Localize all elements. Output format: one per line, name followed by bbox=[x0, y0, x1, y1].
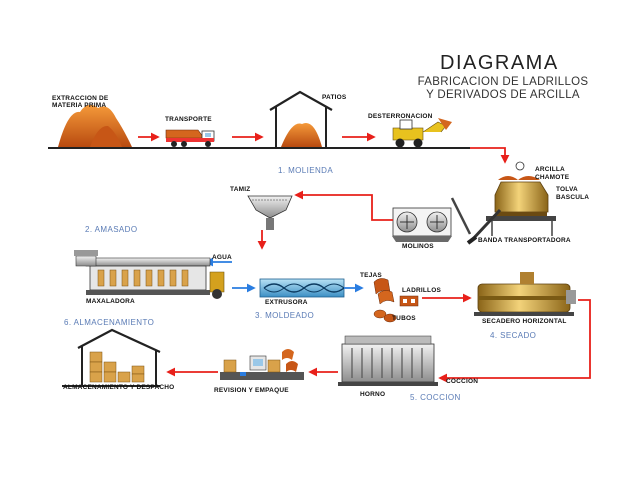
label-banda: BANDA TRANSPORTADORA bbox=[478, 237, 571, 244]
label-ladrillos: LADRILLOS bbox=[402, 287, 441, 294]
patios-shed-icon bbox=[269, 90, 333, 147]
almacenamiento-shed-icon bbox=[77, 328, 161, 386]
label-bascula: BASCULA bbox=[556, 194, 590, 201]
label-transporte: TRANSPORTE bbox=[165, 116, 212, 123]
conveyor-belt-icon bbox=[450, 197, 502, 245]
label-tamiz: TAMIZ bbox=[230, 186, 251, 193]
label-extraccion-line1: EXTRACCION DE bbox=[52, 95, 109, 102]
label-chamote: CHAMOTE bbox=[535, 174, 570, 181]
label-tejas: TEJAS bbox=[360, 272, 382, 279]
label-maxaladora: MAXALADORA bbox=[86, 298, 135, 305]
label-desterronacion: DESTERRONACION bbox=[368, 113, 433, 120]
tolva-bascula-icon bbox=[486, 161, 556, 236]
label-patios: PATIOS bbox=[322, 94, 347, 101]
label-agua: AGUA bbox=[212, 254, 232, 261]
secadero-icon bbox=[474, 272, 576, 316]
horno-icon bbox=[338, 335, 438, 386]
clay-piles-extraction bbox=[58, 104, 132, 147]
label-tolva: TOLVA bbox=[556, 186, 578, 193]
label-revision: REVISION Y EMPAQUE bbox=[214, 387, 289, 394]
label-extrusora: EXTRUSORA bbox=[265, 299, 308, 306]
diagram-subtitle: FABRICACION DE LADRILLOS Y DERIVADOS DE … bbox=[409, 76, 597, 102]
molinos-icon bbox=[392, 207, 452, 242]
step-2-amasado: 2. AMASADO bbox=[85, 225, 138, 234]
arrow-to-tolva bbox=[470, 147, 510, 164]
label-coccion: COCCION bbox=[446, 378, 479, 385]
loader-icon bbox=[392, 118, 452, 148]
step-4-secado: 4. SECADO bbox=[490, 331, 537, 340]
step-5-coccion: 5. COCCION bbox=[410, 393, 461, 402]
arrow-molinos-to-tamiz bbox=[294, 190, 393, 221]
tamiz-icon bbox=[247, 195, 293, 230]
step-1-molienda: 1. MOLIENDA bbox=[278, 166, 334, 175]
truck-icon bbox=[165, 129, 215, 147]
subtitle-line-1: FABRICACION DE LADRILLOS bbox=[417, 76, 589, 88]
label-molinos: MOLINOS bbox=[402, 243, 434, 250]
subtitle-line-2: Y DERIVADOS DE ARCILLA bbox=[426, 89, 580, 101]
products-icon bbox=[373, 278, 419, 323]
label-extraccion-line2: MATERIA PRIMA bbox=[52, 102, 107, 110]
label-extraccion: EXTRACCION DE MATERIA PRIMA bbox=[52, 95, 108, 110]
maxaladora-icon bbox=[74, 250, 225, 299]
label-tubos: TUBOS bbox=[392, 315, 416, 322]
label-horno: HORNO bbox=[360, 391, 386, 398]
step-6-almacenamiento: 6. ALMACENAMIENTO bbox=[64, 318, 155, 327]
label-almacenamiento-despacho: ALMACENAMIENTO Y DESPACHO bbox=[63, 384, 175, 391]
revision-empaque-icon bbox=[220, 349, 304, 380]
extrusora-icon bbox=[259, 278, 345, 298]
step-3-moldeado: 3. MOLDEADO bbox=[255, 311, 315, 320]
label-arcilla: ARCILLA bbox=[535, 166, 565, 173]
label-secadero: SECADERO HORIZONTAL bbox=[482, 318, 567, 325]
arrow-secadero-to-horno bbox=[438, 299, 591, 383]
diagram-title: DIAGRAMA bbox=[440, 52, 559, 74]
